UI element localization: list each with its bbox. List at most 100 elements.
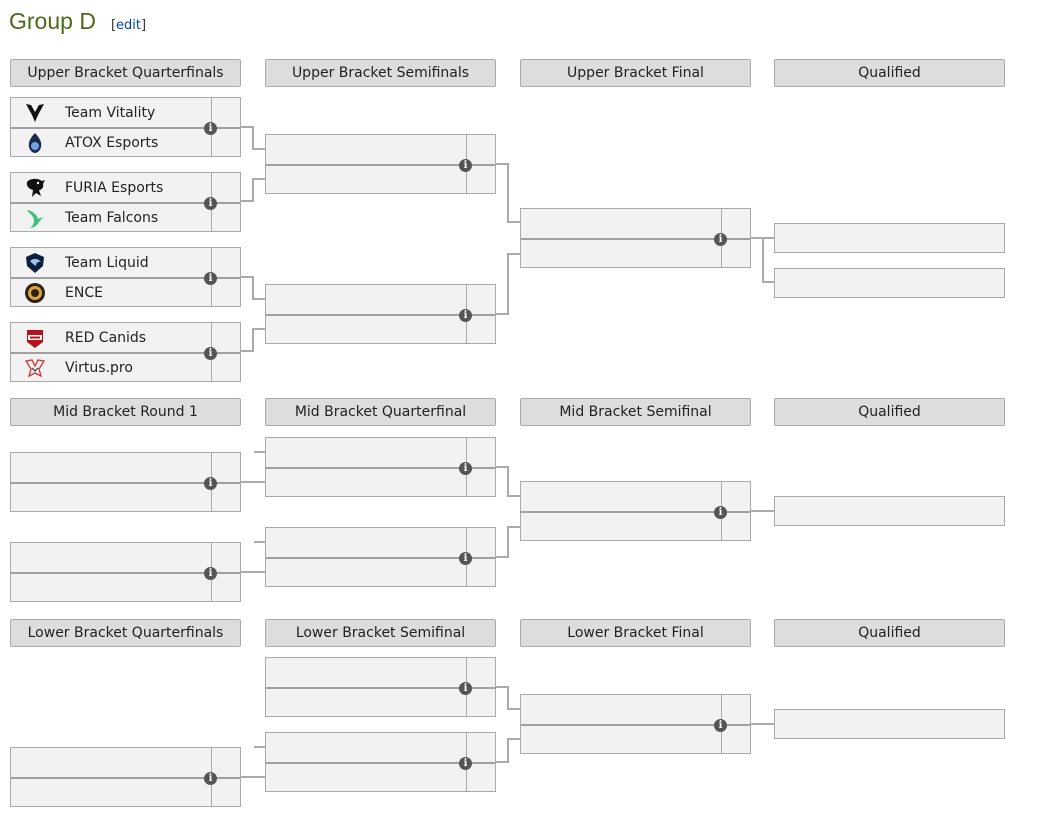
match-mid-sf[interactable]: i bbox=[520, 481, 751, 541]
bracket-connector bbox=[509, 221, 520, 223]
info-icon[interactable]: i bbox=[204, 772, 217, 785]
falcons-logo-icon bbox=[23, 207, 47, 229]
match-upper-sf-2[interactable]: i bbox=[265, 284, 496, 344]
match-divider bbox=[11, 202, 240, 204]
bracket-connector bbox=[496, 738, 509, 763]
match-mid-r1-2[interactable]: i bbox=[10, 542, 241, 602]
qualified-slot-upper-2[interactable] bbox=[774, 268, 1005, 298]
round-header-mid-qf: Mid Bracket Quarterfinal bbox=[265, 398, 496, 426]
bracket-connector bbox=[751, 723, 774, 725]
info-icon[interactable]: i bbox=[204, 477, 217, 490]
bracket-connector bbox=[751, 510, 774, 512]
team-name: FURIA Esports bbox=[65, 179, 164, 196]
round-header-mid-r1: Mid Bracket Round 1 bbox=[10, 398, 241, 426]
team-slot[interactable]: RED Canids bbox=[11, 323, 211, 352]
info-icon[interactable]: i bbox=[459, 552, 472, 565]
bracket-connector bbox=[254, 541, 265, 543]
team-slot[interactable]: Team Vitality bbox=[11, 98, 211, 127]
match-mid-qf-2[interactable]: i bbox=[265, 527, 496, 587]
match-upper-final[interactable]: i bbox=[520, 208, 751, 268]
match-divider bbox=[266, 687, 495, 689]
bracket-connector bbox=[254, 178, 265, 180]
round-header-upper-qf: Upper Bracket Quarterfinals bbox=[10, 59, 241, 87]
info-icon[interactable]: i bbox=[204, 347, 217, 360]
match-upper-qf-1[interactable]: Team Vitality ATOX Esports i bbox=[10, 97, 241, 157]
info-icon[interactable]: i bbox=[714, 719, 727, 732]
match-upper-sf-1[interactable]: i bbox=[265, 134, 496, 194]
match-divider bbox=[11, 777, 240, 779]
match-divider bbox=[11, 277, 240, 279]
match-upper-qf-4[interactable]: RED Canids Virtus.pro i bbox=[10, 322, 241, 382]
bracket-connector bbox=[241, 328, 254, 352]
bracket-connector bbox=[762, 237, 774, 283]
team-name: Team Liquid bbox=[65, 254, 149, 271]
team-name: RED Canids bbox=[65, 329, 147, 346]
round-header-mid-qualified: Qualified bbox=[774, 398, 1005, 426]
group-title-bar: Group D [edit] bbox=[9, 8, 146, 38]
match-divider bbox=[521, 511, 750, 513]
bracket-connector bbox=[241, 178, 254, 202]
bracket-connector bbox=[496, 163, 509, 223]
ence-logo-icon bbox=[23, 282, 47, 304]
team-slot[interactable]: ENCE bbox=[11, 278, 211, 307]
bracket-connector bbox=[496, 466, 509, 497]
atox-logo-icon bbox=[23, 132, 47, 154]
info-icon[interactable]: i bbox=[714, 233, 727, 246]
bracket-connector bbox=[241, 776, 265, 778]
info-icon[interactable]: i bbox=[714, 506, 727, 519]
info-icon[interactable]: i bbox=[204, 197, 217, 210]
info-icon[interactable]: i bbox=[459, 309, 472, 322]
bracket-connector bbox=[254, 328, 265, 330]
round-header-lower-sf: Lower Bracket Semifinal bbox=[265, 619, 496, 647]
bracket-connector bbox=[254, 298, 265, 300]
qualified-slot-mid[interactable] bbox=[774, 496, 1005, 526]
edit-link-wrapper: [edit] bbox=[110, 18, 147, 33]
team-name: ATOX Esports bbox=[65, 134, 159, 151]
info-icon[interactable]: i bbox=[459, 757, 472, 770]
info-icon[interactable]: i bbox=[459, 159, 472, 172]
round-header-lower-qf: Lower Bracket Quarterfinals bbox=[10, 619, 241, 647]
match-upper-qf-2[interactable]: FURIA Esports Team Falcons i bbox=[10, 172, 241, 232]
match-lower-qf-1[interactable]: i bbox=[10, 747, 241, 807]
match-divider bbox=[266, 557, 495, 559]
round-header-lower-qualified: Qualified bbox=[774, 619, 1005, 647]
bracket-connector bbox=[254, 148, 265, 150]
info-icon[interactable]: i bbox=[204, 567, 217, 580]
match-mid-qf-1[interactable]: i bbox=[265, 437, 496, 497]
edit-link[interactable]: edit bbox=[116, 18, 141, 33]
match-divider bbox=[266, 314, 495, 316]
bracket-connector bbox=[496, 253, 509, 315]
bracket-connector bbox=[241, 276, 254, 300]
match-lower-final[interactable]: i bbox=[520, 694, 751, 754]
team-slot[interactable]: Team Liquid bbox=[11, 248, 211, 277]
round-header-upper-qualified: Qualified bbox=[774, 59, 1005, 87]
team-slot[interactable]: FURIA Esports bbox=[11, 173, 211, 202]
match-lower-sf-2[interactable]: i bbox=[265, 732, 496, 792]
bracket-connector bbox=[254, 451, 265, 453]
bracket-connector bbox=[509, 526, 520, 528]
team-slot[interactable]: ATOX Esports bbox=[11, 128, 211, 157]
team-slot[interactable]: Team Falcons bbox=[11, 203, 211, 232]
match-divider bbox=[521, 724, 750, 726]
page-title: Group D bbox=[9, 8, 96, 34]
round-header-mid-sf: Mid Bracket Semifinal bbox=[520, 398, 751, 426]
info-icon[interactable]: i bbox=[204, 272, 217, 285]
team-slot[interactable]: Virtus.pro bbox=[11, 353, 211, 382]
bracket-connector bbox=[241, 126, 254, 150]
team-name: Team Vitality bbox=[65, 104, 156, 121]
team-name: Team Falcons bbox=[65, 209, 159, 226]
bracket-connector bbox=[509, 253, 520, 255]
qualified-slot-lower[interactable] bbox=[774, 709, 1005, 739]
info-icon[interactable]: i bbox=[204, 122, 217, 135]
round-header-upper-sf: Upper Bracket Semifinals bbox=[265, 59, 496, 87]
info-icon[interactable]: i bbox=[459, 682, 472, 695]
match-divider bbox=[521, 238, 750, 240]
match-upper-qf-3[interactable]: Team Liquid ENCE i bbox=[10, 247, 241, 307]
match-lower-sf-1[interactable]: i bbox=[265, 657, 496, 717]
info-icon[interactable]: i bbox=[459, 462, 472, 475]
liquid-logo-icon bbox=[23, 252, 47, 274]
qualified-slot-upper-1[interactable] bbox=[774, 223, 1005, 253]
bracket-connector bbox=[509, 738, 520, 740]
match-mid-r1-1[interactable]: i bbox=[10, 452, 241, 512]
